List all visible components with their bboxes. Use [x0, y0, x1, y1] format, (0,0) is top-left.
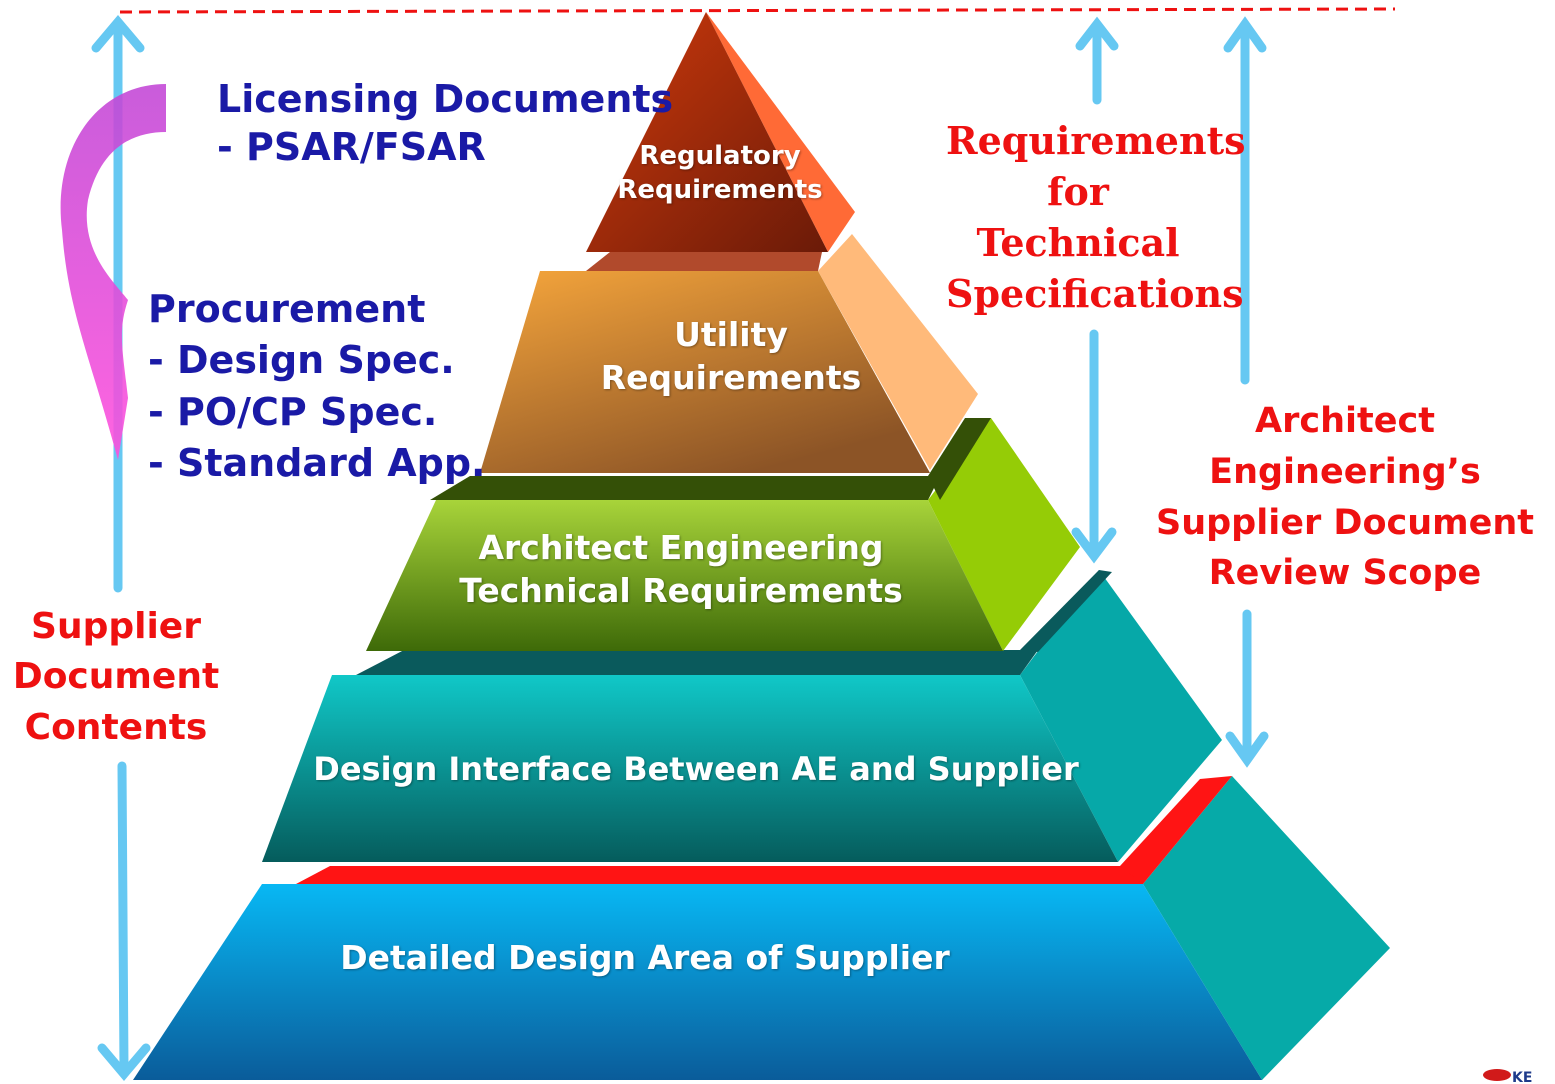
top-dashed-line: [119, 7, 1396, 14]
layer-label-detailed-design: Detailed Design Area of Supplier: [340, 938, 950, 977]
layer-label-regulatory: Regulatory Requirements: [617, 141, 823, 205]
layer-utility: [480, 234, 978, 473]
layer-label-ae-technical: Architect Engineering Technical Requirem…: [459, 528, 903, 610]
layer-detailed-design: [133, 776, 1390, 1080]
tech-spec-arrow: [1071, 16, 1119, 564]
review-scope-label: Architect Engineering’s Supplier Documen…: [1155, 401, 1535, 594]
layer-design-interface: [262, 570, 1222, 862]
layer-label-design-interface: Design Interface Between AE and Supplier: [313, 750, 1079, 788]
supplier-contents-arrow: [91, 15, 151, 1081]
tech-spec-requirements-label: Requirements for Technical Specification…: [946, 118, 1246, 316]
licensing-documents-label: Licensing Documents - PSAR/FSAR: [217, 77, 674, 169]
svg-text:KE: KE: [1512, 1070, 1532, 1084]
swirl-arrow-icon: [60, 84, 166, 460]
layer-regulatory: [586, 12, 855, 252]
review-scope-arrow: [1223, 16, 1269, 768]
layer-label-utility: Utility Requirements: [600, 315, 862, 397]
procurement-label: Procurement - Design Spec. - PO/CP Spec.…: [148, 287, 486, 485]
layer-ae-technical: [366, 418, 1080, 651]
ke-logo: KE: [1483, 1069, 1532, 1084]
supplier-document-contents-label: Supplier Document Contents: [12, 606, 220, 748]
